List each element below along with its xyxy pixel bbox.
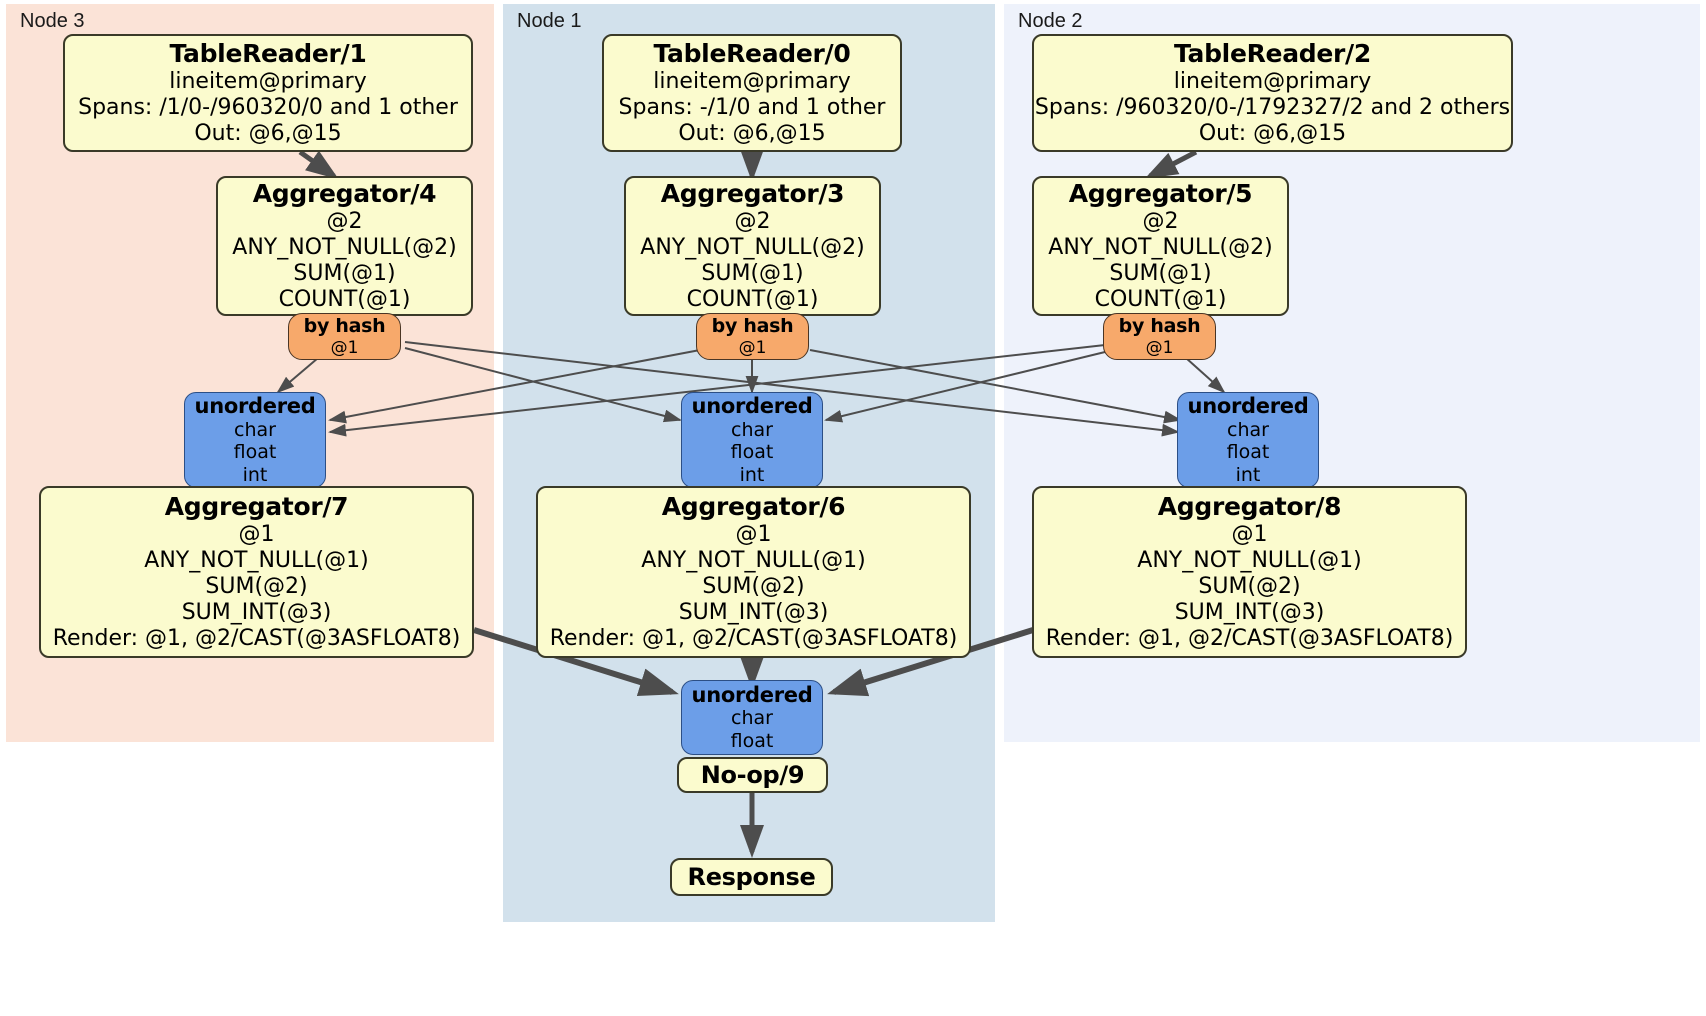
processor-title: No-op/9 (700, 760, 805, 789)
processor-agg-3: COUNT(@1) (278, 286, 411, 312)
processor-aggregator-8[interactable]: Aggregator/8 @1 ANY_NOT_NULL(@1) SUM(@2)… (1032, 486, 1467, 658)
sync-type-1: char (731, 418, 773, 441)
router-cols: @1 (1145, 337, 1174, 358)
sync-title: unordered (194, 394, 316, 418)
sync-type-3: int (1235, 463, 1261, 486)
processor-agg-1: ANY_NOT_NULL(@2) (1048, 234, 1273, 260)
processor-response[interactable]: Response (670, 858, 833, 896)
sync-type-2: float (1226, 441, 1270, 464)
router-cols: @1 (330, 337, 359, 358)
processor-groupcols: @2 (734, 208, 771, 234)
processor-groupcols: @1 (735, 521, 772, 547)
processor-title: TableReader/2 (1173, 39, 1371, 69)
processor-groupcols: @1 (238, 521, 275, 547)
processor-agg-1: ANY_NOT_NULL(@1) (144, 547, 369, 573)
sync-title: unordered (691, 682, 813, 707)
processor-title: Aggregator/7 (164, 492, 349, 522)
processor-title: TableReader/1 (169, 39, 367, 69)
router-title: by hash (303, 315, 386, 338)
processor-aggregator-4[interactable]: Aggregator/4 @2 ANY_NOT_NULL(@2) SUM(@1)… (216, 176, 473, 316)
sync-type-2: float (233, 441, 277, 464)
processor-title: Response (687, 862, 816, 891)
processor-agg-3: SUM_INT(@3) (678, 599, 829, 625)
processor-out: Out: @6,@15 (194, 120, 342, 146)
processor-agg-3: COUNT(@1) (1094, 286, 1227, 312)
synchronizer-unordered-node3[interactable]: unordered char float int (184, 392, 326, 488)
synchronizer-unordered-final[interactable]: unordered char float (681, 680, 823, 755)
processor-agg-2: SUM(@1) (293, 260, 396, 286)
processor-aggregator-7[interactable]: Aggregator/7 @1 ANY_NOT_NULL(@1) SUM(@2)… (39, 486, 474, 658)
processor-render: Render: @1, @2/CAST(@3ASFLOAT8) (52, 625, 461, 651)
processor-agg-2: SUM(@1) (701, 260, 804, 286)
sync-type-3: int (242, 463, 268, 486)
router-by-hash-node2[interactable]: by hash @1 (1103, 313, 1216, 360)
processor-agg-2: SUM(@2) (1198, 573, 1301, 599)
processor-title: Aggregator/8 (1157, 492, 1342, 522)
processor-out: Out: @6,@15 (1198, 120, 1347, 146)
router-title: by hash (711, 315, 794, 338)
sync-type-1: char (731, 707, 773, 730)
processor-title: Aggregator/6 (661, 492, 846, 522)
processor-agg-1: ANY_NOT_NULL(@1) (1137, 547, 1362, 573)
processor-agg-1: ANY_NOT_NULL(@2) (232, 234, 457, 260)
processor-aggregator-3[interactable]: Aggregator/3 @2 ANY_NOT_NULL(@2) SUM(@1)… (624, 176, 881, 316)
router-cols: @1 (738, 337, 767, 358)
processor-agg-3: SUM_INT(@3) (1174, 599, 1325, 625)
router-title: by hash (1118, 315, 1201, 338)
processor-title: Aggregator/4 (252, 179, 437, 209)
processor-tablereader-1[interactable]: TableReader/1 lineitem@primary Spans: /1… (63, 34, 473, 152)
processor-groupcols: @2 (1142, 208, 1179, 234)
node-panel-label-node2: Node 2 (1018, 10, 1083, 32)
processor-table: lineitem@primary (1173, 68, 1372, 94)
processor-spans: Spans: /960320/0-/1792327/2 and 2 others (1034, 94, 1511, 120)
processor-agg-2: SUM(@2) (205, 573, 308, 599)
processor-title: TableReader/0 (653, 39, 851, 69)
sync-type-2: float (730, 729, 774, 752)
sync-title: unordered (1187, 394, 1309, 418)
router-by-hash-node1[interactable]: by hash @1 (696, 313, 809, 360)
processor-aggregator-5[interactable]: Aggregator/5 @2 ANY_NOT_NULL(@2) SUM(@1)… (1032, 176, 1289, 316)
processor-spans: Spans: /1/0-/960320/0 and 1 other (78, 94, 458, 120)
synchronizer-unordered-node2[interactable]: unordered char float int (1177, 392, 1319, 488)
processor-table: lineitem@primary (653, 68, 851, 94)
sync-title: unordered (691, 394, 813, 418)
processor-groupcols: @2 (326, 208, 363, 234)
sync-type-1: char (234, 418, 276, 441)
processor-title: Aggregator/3 (660, 179, 845, 209)
processor-groupcols: @1 (1231, 521, 1268, 547)
processor-spans: Spans: -/1/0 and 1 other (618, 94, 886, 120)
processor-tablereader-2[interactable]: TableReader/2 lineitem@primary Spans: /9… (1032, 34, 1513, 152)
sync-type-1: char (1227, 418, 1269, 441)
processor-aggregator-6[interactable]: Aggregator/6 @1 ANY_NOT_NULL(@1) SUM(@2)… (536, 486, 971, 658)
processor-title: Aggregator/5 (1068, 179, 1253, 209)
synchronizer-unordered-node1[interactable]: unordered char float int (681, 392, 823, 488)
processor-agg-1: ANY_NOT_NULL(@2) (640, 234, 865, 260)
processor-render: Render: @1, @2/CAST(@3ASFLOAT8) (549, 625, 958, 651)
processor-agg-3: COUNT(@1) (686, 286, 819, 312)
node-panel-label-node1: Node 1 (517, 10, 582, 32)
processor-table: lineitem@primary (169, 68, 367, 94)
processor-noop-9[interactable]: No-op/9 (677, 757, 828, 793)
node-panel-label-node3: Node 3 (20, 10, 85, 32)
processor-agg-3: SUM_INT(@3) (181, 599, 332, 625)
router-by-hash-node3[interactable]: by hash @1 (288, 313, 401, 360)
processor-agg-2: SUM(@1) (1109, 260, 1212, 286)
processor-agg-1: ANY_NOT_NULL(@1) (641, 547, 866, 573)
processor-agg-2: SUM(@2) (702, 573, 805, 599)
sync-type-2: float (730, 441, 774, 464)
processor-render: Render: @1, @2/CAST(@3ASFLOAT8) (1045, 625, 1454, 651)
processor-out: Out: @6,@15 (678, 120, 826, 146)
sync-type-3: int (739, 463, 765, 486)
processor-tablereader-0[interactable]: TableReader/0 lineitem@primary Spans: -/… (602, 34, 902, 152)
